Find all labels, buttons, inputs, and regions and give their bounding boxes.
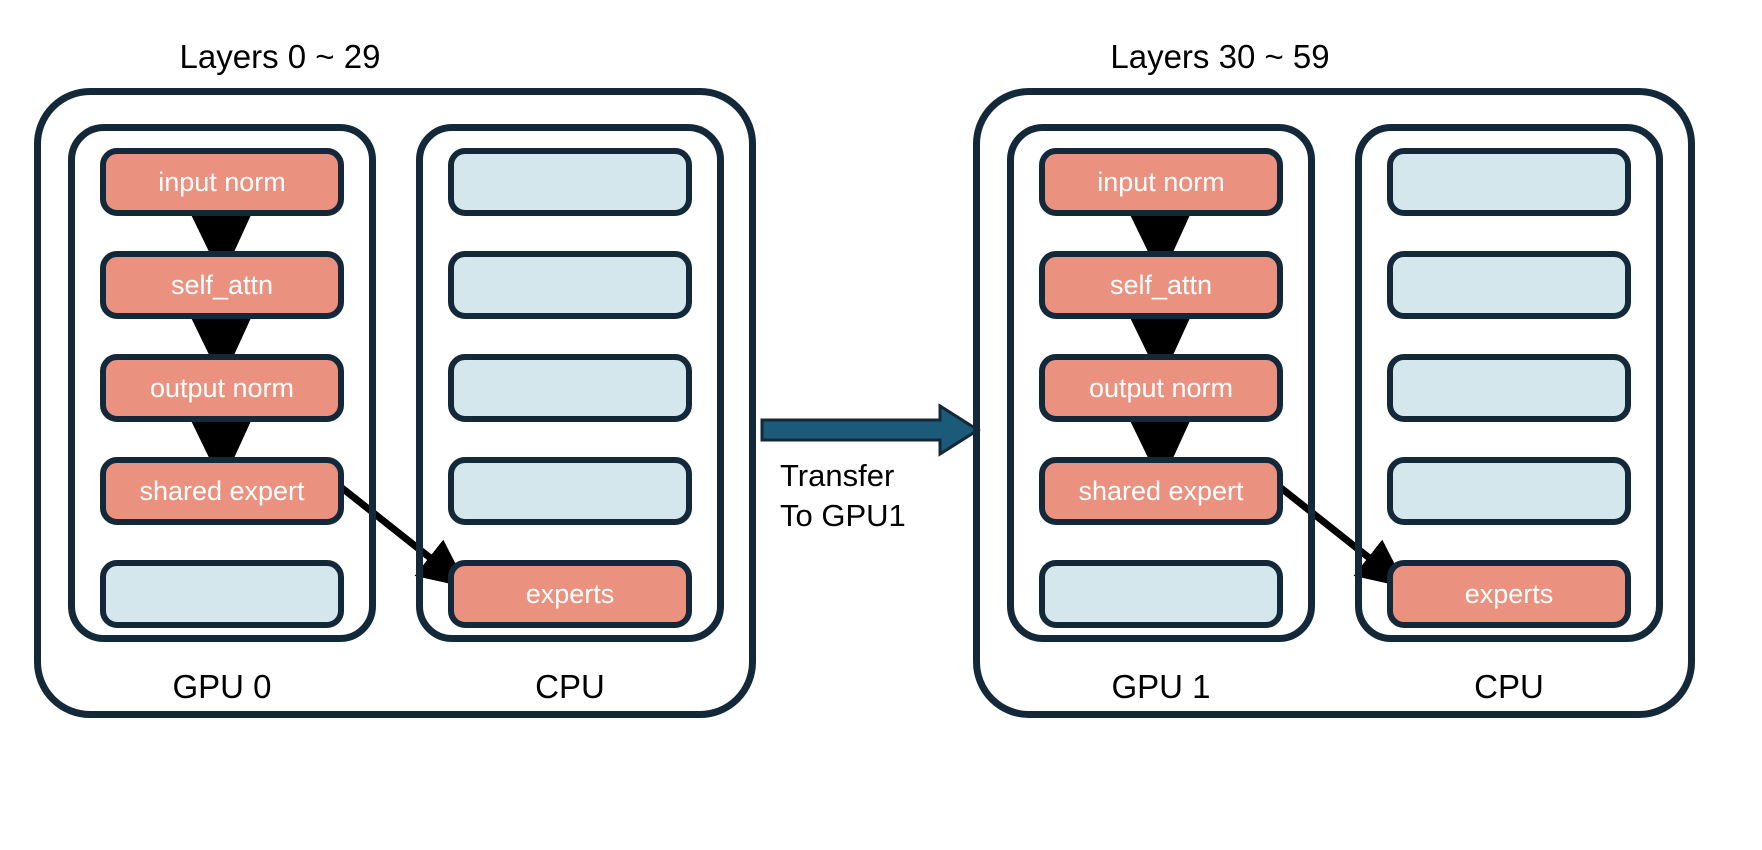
- panel-right-gpu-slot-3[interactable]: shared expert: [1039, 457, 1283, 525]
- panel-left-outer-group: [34, 88, 756, 718]
- panel-right-gpu-slot-0[interactable]: input norm: [1039, 148, 1283, 216]
- right-shared-expert-to-experts-arrow: [1278, 485, 1407, 588]
- panel-left-gpu-label: GPU 0: [172, 668, 272, 705]
- panel-left-cpu-slot-1[interactable]: [448, 251, 692, 319]
- panel-right-gpu-label: GPU 1: [1111, 668, 1211, 705]
- panel-right-cpu-label: CPU: [1474, 668, 1544, 705]
- panel-right-title: Layers 30 ~ 59: [1110, 38, 1330, 75]
- panel-right-cpu-slot-3[interactable]: [1387, 457, 1631, 525]
- panel-left-gpu-slot-2[interactable]: output norm: [100, 354, 344, 422]
- panel-right-gpu-slot-4[interactable]: [1039, 560, 1283, 628]
- panel-left-gpu-slot-3[interactable]: shared expert: [100, 457, 344, 525]
- panel-left-gpu-column: [68, 124, 376, 642]
- panel-left-gpu-slot-0[interactable]: input norm: [100, 148, 344, 216]
- panel-right-cpu-slot-2[interactable]: [1387, 354, 1631, 422]
- transfer-label: Transfer To GPU1: [780, 456, 906, 535]
- panel-right-outer-group: [973, 88, 1695, 718]
- panel-right-cpu-slot-1[interactable]: [1387, 251, 1631, 319]
- panel-right-cpu-column: [1355, 124, 1663, 642]
- panel-left-cpu-column: [416, 124, 724, 642]
- panel-left-cpu-slot-3[interactable]: [448, 457, 692, 525]
- panel-right-gpu-column: [1007, 124, 1315, 642]
- panel-right-gpu-slot-2[interactable]: output norm: [1039, 354, 1283, 422]
- panel-right-cpu-slot-4[interactable]: experts: [1387, 560, 1631, 628]
- panel-right-gpu-slot-1[interactable]: self_attn: [1039, 251, 1283, 319]
- transfer-label-line2: To GPU1: [780, 497, 906, 533]
- panel-left-cpu-label: CPU: [535, 668, 605, 705]
- transfer-label-line1: Transfer: [780, 458, 895, 493]
- panel-left-gpu-slot-4[interactable]: [100, 560, 344, 628]
- left-shared-expert-to-experts-arrow: [339, 485, 468, 588]
- panel-left-gpu-slot-1[interactable]: self_attn: [100, 251, 344, 319]
- panel-left-cpu-slot-4[interactable]: experts: [448, 560, 692, 628]
- transfer-arrow: [760, 403, 981, 457]
- panel-left-cpu-slot-0[interactable]: [448, 148, 692, 216]
- panel-left-title: Layers 0 ~ 29: [179, 38, 381, 75]
- panel-left-cpu-slot-2[interactable]: [448, 354, 692, 422]
- panel-right-cpu-slot-0[interactable]: [1387, 148, 1631, 216]
